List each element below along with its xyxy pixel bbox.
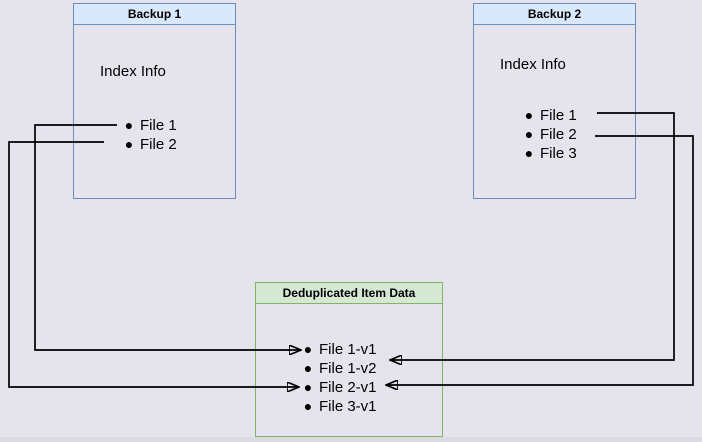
file-label: File 3 — [540, 145, 577, 162]
file-label: File 3-v1 — [319, 398, 377, 415]
file-label: File 2-v1 — [319, 379, 377, 396]
bullet-icon: ● — [524, 145, 534, 161]
list-item: ● File 1 — [122, 116, 177, 135]
backup1-index-info-label: Index Info — [100, 63, 166, 80]
bottom-edge-strip — [0, 437, 702, 442]
list-item: ● File 1-v2 — [301, 359, 377, 378]
backup2-index-info-label: Index Info — [500, 56, 566, 73]
file-label: File 1-v2 — [319, 360, 377, 377]
bullet-icon: ● — [303, 398, 313, 414]
backup2-title: Backup 2 — [474, 4, 635, 25]
backup2-file-list: ● File 1 ● File 2 ● File 3 — [522, 106, 577, 163]
list-item: ● File 3-v1 — [301, 397, 377, 416]
bullet-icon: ● — [524, 126, 534, 142]
bullet-icon: ● — [124, 136, 134, 152]
backup1-file-list: ● File 1 ● File 2 — [122, 116, 177, 154]
bullet-icon: ● — [124, 117, 134, 133]
dedup-file-list: ● File 1-v1 ● File 1-v2 ● File 2-v1 ● Fi… — [301, 340, 377, 416]
bullet-icon: ● — [524, 107, 534, 123]
list-item: ● File 3 — [522, 144, 577, 163]
list-item: ● File 1 — [522, 106, 577, 125]
list-item: ● File 2-v1 — [301, 378, 377, 397]
backup1-title: Backup 1 — [74, 4, 235, 25]
file-label: File 2 — [140, 136, 177, 153]
bullet-icon: ● — [303, 379, 313, 395]
list-item: ● File 2 — [522, 125, 577, 144]
list-item: ● File 1-v1 — [301, 340, 377, 359]
file-label: File 1-v1 — [319, 341, 377, 358]
backup1-box: Backup 1 Index Info ● File 1 ● File 2 — [73, 3, 236, 199]
file-label: File 1 — [140, 117, 177, 134]
dedup-title: Deduplicated Item Data — [256, 283, 442, 304]
dedup-box: Deduplicated Item Data ● File 1-v1 ● Fil… — [255, 282, 443, 437]
backup2-box: Backup 2 Index Info ● File 1 ● File 2 ● … — [473, 3, 636, 199]
list-item: ● File 2 — [122, 135, 177, 154]
bullet-icon: ● — [303, 360, 313, 376]
file-label: File 2 — [540, 126, 577, 143]
file-label: File 1 — [540, 107, 577, 124]
bullet-icon: ● — [303, 341, 313, 357]
